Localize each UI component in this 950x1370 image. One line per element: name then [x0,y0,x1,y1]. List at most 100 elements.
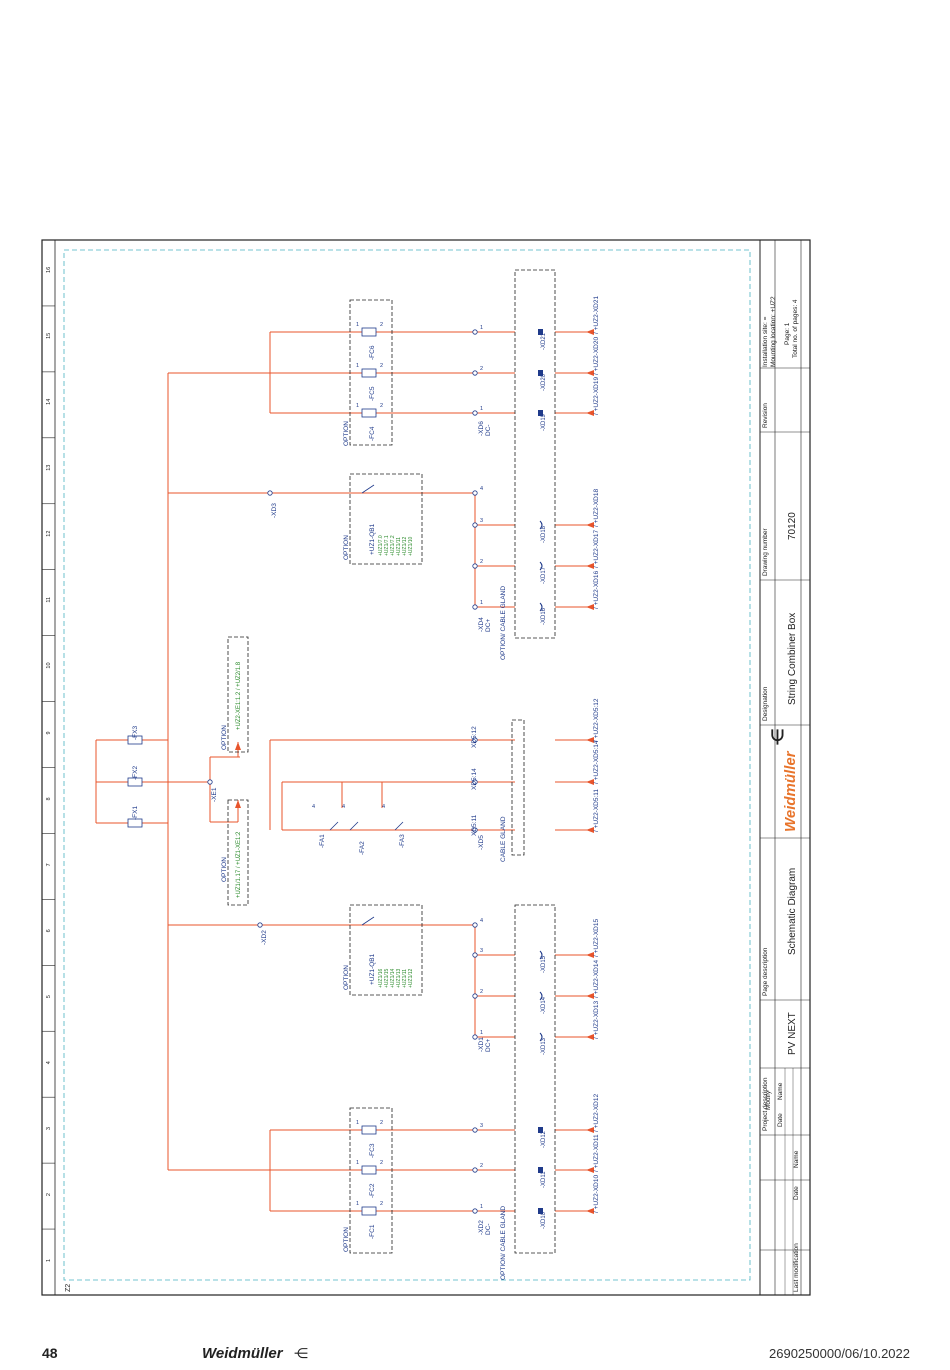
fuse-pin: 1 [356,1201,359,1207]
qb1-label-top: +UZ1-QB1 [369,523,376,555]
qb1-contact-bot: +UZ1/11 [402,969,408,988]
option-label-fc-top: OPTION [343,421,350,446]
green-labels: +UZ1/1.17 / +UZ1-XE1:2 +UZ2-XE1:1.2 / +U… [236,661,242,898]
option-cable-gland-bot: OPTION/ CABLE GLAND [500,1206,507,1280]
tb-name-label-2: Name [793,1150,800,1168]
arrow-icon [586,1127,594,1133]
output-label-bot: / +UZ2-XD11 [593,1134,600,1172]
fuse-label: -FC6 [369,345,376,360]
connector-label-bot: -XD14 [541,996,547,1014]
tb-total-pages: Total no. of pages: 4 [792,299,799,358]
fuse-pin: 2 [380,403,383,409]
qb1-contact-bot: +UZ1/13 [396,968,402,988]
terminal [472,1034,478,1040]
xe-box-right [227,636,249,753]
terminal-number: 1 [480,600,483,606]
xd1-sub: DC+ [485,1039,492,1052]
fx3-label: -FX3 [132,726,139,740]
arrow-icon [586,1034,594,1040]
fuse-2 [361,1165,377,1175]
xd2-mid-label: -XD2 [261,930,268,945]
xd6-label: -XD6 [478,421,485,436]
connector-label-bot: -XD10 [541,1211,547,1229]
connector-block [538,370,543,376]
terminal-number: 4 [480,918,483,924]
qb1-bot-box [349,904,423,996]
qb1-switch-bot [361,916,375,926]
terminal [472,1127,478,1133]
fuse-3 [361,1125,377,1135]
tb-page-desc-label: Page description [762,947,769,996]
tb-name-label: Name [777,1082,784,1100]
fc-bot-box [349,1107,393,1254]
wiring [95,331,588,1212]
fuse-pin: 1 [356,1120,359,1126]
fuse-label: -FC4 [369,426,376,441]
grid-col-number: 13 [46,465,52,471]
fa-terminal: 4 [312,804,315,810]
option-label-xe-left: OPTION [221,857,228,882]
grid-col-number: 6 [46,929,52,932]
fx-fuse-1 [127,818,143,828]
connector-plug [539,602,543,612]
terminal-number: 1 [480,1204,483,1210]
fuse-label: -FC3 [369,1143,376,1158]
terminal [472,737,478,743]
output-label-bot: / +UZ2-XD13 [593,1001,600,1039]
xd5-row-11: XD5:11 [471,814,478,836]
arrow-icon [586,827,594,833]
fa-terminal: 4 [382,804,385,810]
qb1-contacts-bot: +UZ1/16+UZ1/15+UZ1/14+UZ1/13+UZ1/11+UZ1/… [378,968,414,988]
terminal [472,827,478,833]
outer-frame [41,239,811,1296]
qb1-contact-top: +UZ1/7.1 [384,535,390,556]
fuse-label: -FC5 [369,386,376,401]
grid-col-number: 1 [46,1259,52,1262]
terminal [472,410,478,416]
connector-plug [539,1032,543,1042]
terminal [472,522,478,528]
fuse-pin: 1 [356,363,359,369]
arrow-icon [586,604,594,610]
terminal-number: 2 [480,1163,483,1169]
arrow-icon [586,370,594,376]
tb-date-label: Date [777,1113,784,1127]
xd4-label: -XD4 [478,617,485,632]
terminal [472,490,478,496]
title-block [759,240,810,1295]
xd-top-box [514,269,556,639]
fuse-label: -FC2 [369,1183,376,1198]
tb-page: Page: 1 [784,322,791,345]
qb1-contact-bot: +UZ1/12 [408,968,414,988]
terminal-number: 1 [480,1030,483,1036]
fuse-pin: 2 [380,1201,383,1207]
fuse-4 [361,408,377,418]
output-label-mid: / +UZ2-XD5:11 [593,789,600,832]
output-label-top: / +UZ2-XD18 [593,489,600,527]
terminal [472,993,478,999]
arrow-icon [586,410,594,416]
fuse-1 [361,1206,377,1216]
connector-plug [539,950,543,960]
qb1-contact-top: +UZ1/10 [408,536,414,556]
qb1-switch-top [361,484,375,494]
tb-drawing-number-label: Drawing number [762,527,769,576]
terminal [472,779,478,785]
output-label-bot: / +UZ2-XD10 [593,1175,600,1213]
connector-label-top: -XD20 [541,373,547,391]
connector-block [538,1167,543,1173]
qb1-contact-top: +UZ1/7.2 [390,535,396,556]
grid-col-number: 8 [46,797,52,800]
tb-revision-label: Revision [762,403,769,428]
terminal-number: 3 [480,1123,483,1129]
tb-modify-label: Modify [765,1090,772,1110]
fuse-5 [361,368,377,378]
xd6-sub: DC- [485,424,492,436]
output-label-mid: / +UZ2-XD5:14 [593,740,600,784]
arrow-icon [586,1167,594,1173]
connector-label-bot: -XD15 [541,955,547,973]
qb1-contacts-top: +UZ1/7.0+UZ1/7.1+UZ1/7.2+UZ1/11+UZ1/12+U… [378,535,414,556]
grid-col-number: 4 [46,1061,52,1064]
connector-label-top: -XD18 [541,525,547,543]
